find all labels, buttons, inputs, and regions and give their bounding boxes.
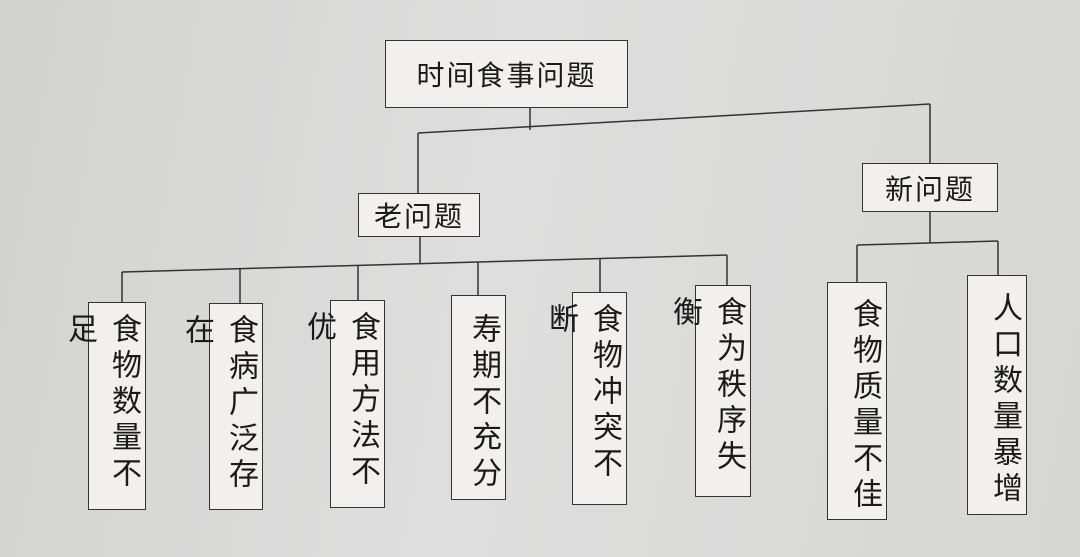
- leaf-label: 食病广泛存在: [179, 314, 258, 494]
- leaf-node: 食物冲突不断: [543, 292, 627, 505]
- root-label: 时间食事问题: [416, 59, 597, 92]
- leaf-node: 人口数量暴增: [967, 275, 1027, 515]
- leaf-node: 食物质量不佳: [827, 282, 887, 520]
- leaf-node: 食病广泛存在: [179, 303, 263, 510]
- leaf-label: 食物冲突不断: [543, 303, 622, 483]
- old-problems-node: 老问题: [358, 193, 480, 237]
- leaf-node: 食用方法不优: [301, 300, 385, 508]
- old-bar: [121, 254, 728, 273]
- leaf-label: 食为秩序失衡: [667, 296, 746, 476]
- new-problems-label: 新问题: [884, 172, 975, 206]
- level1-bar: [417, 103, 931, 134]
- leaf-label: 食物质量不佳: [847, 298, 882, 514]
- leaf-label: 寿期不充分: [466, 312, 501, 493]
- leaf-node: 寿期不充分: [451, 295, 506, 500]
- leaf-node: 食为秩序失衡: [667, 285, 751, 497]
- new-bar: [856, 240, 999, 246]
- leaf-label: 食物数量不足: [62, 313, 141, 493]
- leaf-node: 食物数量不足: [62, 302, 146, 510]
- old-problems-label: 老问题: [373, 200, 464, 233]
- leaf-label: 人口数量暴增: [987, 292, 1022, 508]
- root-node: 时间食事问题: [385, 40, 628, 108]
- leaf-label: 食用方法不优: [301, 311, 380, 491]
- new-problems-node: 新问题: [862, 163, 998, 212]
